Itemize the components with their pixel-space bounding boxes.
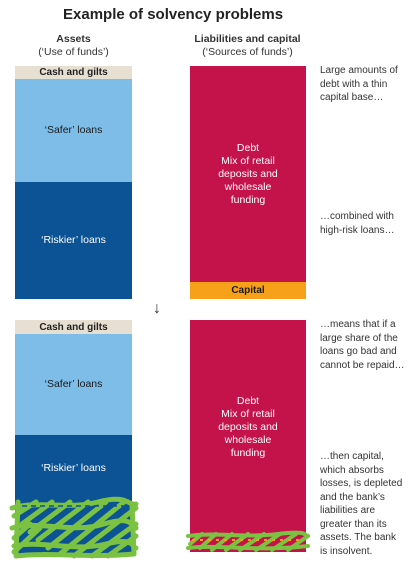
bottom-note-1-line-1: …means that if a xyxy=(320,319,396,330)
top-debt-line-1: Debt xyxy=(236,141,260,154)
bottom-riskier-label: ‘Riskier’ loans xyxy=(41,462,106,474)
bottom-note-2: …then capital, which absorbs losses, is … xyxy=(320,450,412,558)
bottom-debt-line-3: deposits and xyxy=(218,420,278,433)
top-debt-line-3: deposits and xyxy=(218,167,278,180)
bottom-debt-line-2: Mix of retail xyxy=(221,407,275,420)
top-riskier-block: ‘Riskier’ loans xyxy=(15,182,132,299)
top-debt-line-2: Mix of retail xyxy=(221,154,275,167)
bottom-note-2-line-3: losses, is depleted xyxy=(320,478,403,489)
bottom-riskier-block: ‘Riskier’ loans xyxy=(15,435,132,502)
assets-header: Assets (‘Use of funds’) xyxy=(15,33,132,59)
top-capital-label: Capital xyxy=(231,285,265,296)
liabilities-header-subtitle: (‘Sources of funds’) xyxy=(202,46,293,58)
top-note-2-line-1: …combined with xyxy=(320,211,394,222)
liabilities-header: Liabilities and capital (‘Sources of fun… xyxy=(185,33,310,59)
top-note-1-line-2: debt with a thin xyxy=(320,78,388,90)
bottom-note-1: …means that if a large share of the loan… xyxy=(320,318,412,372)
bottom-debt-line-5: funding xyxy=(230,446,266,459)
bottom-cash-label: Cash and gilts xyxy=(39,321,108,333)
bottom-note-1-line-3: loans go bad and xyxy=(320,346,397,357)
top-note-2-line-2: high-risk loans… xyxy=(320,224,395,236)
top-safer-label: ‘Safer’ loans xyxy=(44,124,103,136)
bottom-safer-block: ‘Safer’ loans xyxy=(15,334,132,435)
bottom-note-2-line-8: is insolvent. xyxy=(320,545,373,557)
top-riskier-label: ‘Riskier’ loans xyxy=(41,234,106,246)
bottom-note-2-line-2: which absorbs xyxy=(320,464,384,476)
bottom-note-1-line-4: cannot be repaid… xyxy=(320,359,405,371)
bottom-note-2-line-5: liabilities are xyxy=(320,505,376,516)
top-debt-block: Debt Mix of retail deposits and wholesal… xyxy=(190,66,306,282)
assets-header-subtitle: (‘Use of funds’) xyxy=(38,46,109,58)
bottom-note-1-line-2: large share of the xyxy=(320,332,398,344)
down-arrow-icon: ↓ xyxy=(153,300,161,317)
top-cash-label: Cash and gilts xyxy=(39,67,108,78)
top-note-1-line-1: Large amounts of xyxy=(320,65,398,76)
top-capital-block: Capital xyxy=(190,282,306,299)
assets-header-title: Assets xyxy=(56,33,91,45)
bottom-safer-label: ‘Safer’ loans xyxy=(44,378,103,390)
bottom-note-2-line-6: greater than its xyxy=(320,518,387,530)
depleted-capital-scribble xyxy=(186,530,310,552)
top-debt-line-5: funding xyxy=(230,193,266,206)
diagram-title: Example of solvency problems xyxy=(63,6,284,23)
bad-loans-scribble xyxy=(9,496,139,559)
liabilities-header-title: Liabilities and capital xyxy=(194,33,301,45)
bottom-debt-line-1: Debt xyxy=(236,394,260,407)
bottom-note-2-line-1: …then capital, xyxy=(320,451,384,462)
top-debt-line-4: wholesale xyxy=(224,180,272,193)
bottom-cash-block: Cash and gilts xyxy=(15,320,132,334)
top-cash-block: Cash and gilts xyxy=(15,66,132,79)
top-note-1: Large amounts of debt with a thin capita… xyxy=(320,64,412,105)
bottom-note-2-line-4: and the bank’s xyxy=(320,491,385,503)
top-note-2: …combined with high-risk loans… xyxy=(320,210,412,237)
top-note-1-line-3: capital base… xyxy=(320,92,384,103)
bottom-note-2-line-7: assets. The bank xyxy=(320,532,396,543)
bottom-debt-line-4: wholesale xyxy=(224,433,272,446)
top-safer-block: ‘Safer’ loans xyxy=(15,79,132,182)
bottom-debt-block: Debt Mix of retail deposits and wholesal… xyxy=(190,320,306,534)
